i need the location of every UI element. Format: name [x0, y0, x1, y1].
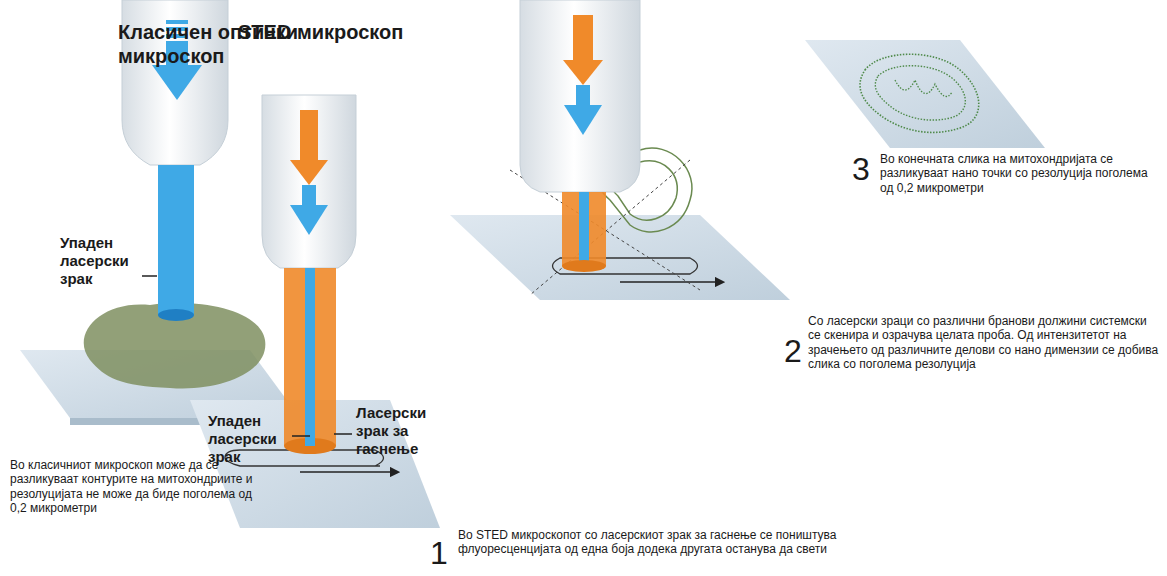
leader-line — [334, 433, 352, 435]
depletion-spot — [562, 260, 606, 272]
light-arrows — [563, 15, 603, 135]
note: Во STED микроскопот со ласерскиот зрак з… — [458, 528, 908, 557]
depletion-beam — [284, 268, 336, 446]
laser-beam — [158, 165, 194, 315]
slide — [805, 40, 1045, 148]
beam-label: Упаден ласерски зрак — [60, 234, 140, 288]
objective — [262, 95, 356, 268]
scan-arrow — [300, 471, 395, 473]
leader-line — [142, 275, 157, 277]
scan-arrow — [620, 281, 720, 283]
beam-label: Ласерски зрак за гаснење — [356, 404, 451, 458]
laser-beam — [579, 192, 589, 266]
heading: STED микроскоп — [238, 20, 438, 44]
note: Во конечната слика на митохондријата се … — [880, 152, 1150, 195]
objective — [520, 0, 640, 192]
laser-beam — [305, 268, 315, 446]
final-image — [805, 40, 1045, 148]
depletion-beam — [562, 192, 606, 266]
mitochondrion-blurred — [84, 303, 266, 388]
beam-spot — [158, 309, 194, 321]
light-arrows — [290, 110, 328, 235]
note: Во класичниот микроскоп може да се разли… — [10, 458, 260, 516]
leader-line — [292, 435, 310, 437]
note: Со ласерски зраци со различни бранови до… — [808, 314, 1160, 372]
slide — [450, 215, 790, 300]
inner-membrane — [875, 66, 965, 120]
sted-step2 — [450, 0, 790, 300]
callout-number: 2 — [784, 332, 808, 370]
sted-step1 — [190, 95, 440, 528]
callout-number: 3 — [852, 150, 876, 188]
mitochondrion-sharp — [860, 54, 979, 132]
beam-label: Упаден ласерски зрак — [208, 412, 290, 466]
callout-number: 1 — [430, 534, 454, 572]
cristae — [895, 80, 952, 97]
